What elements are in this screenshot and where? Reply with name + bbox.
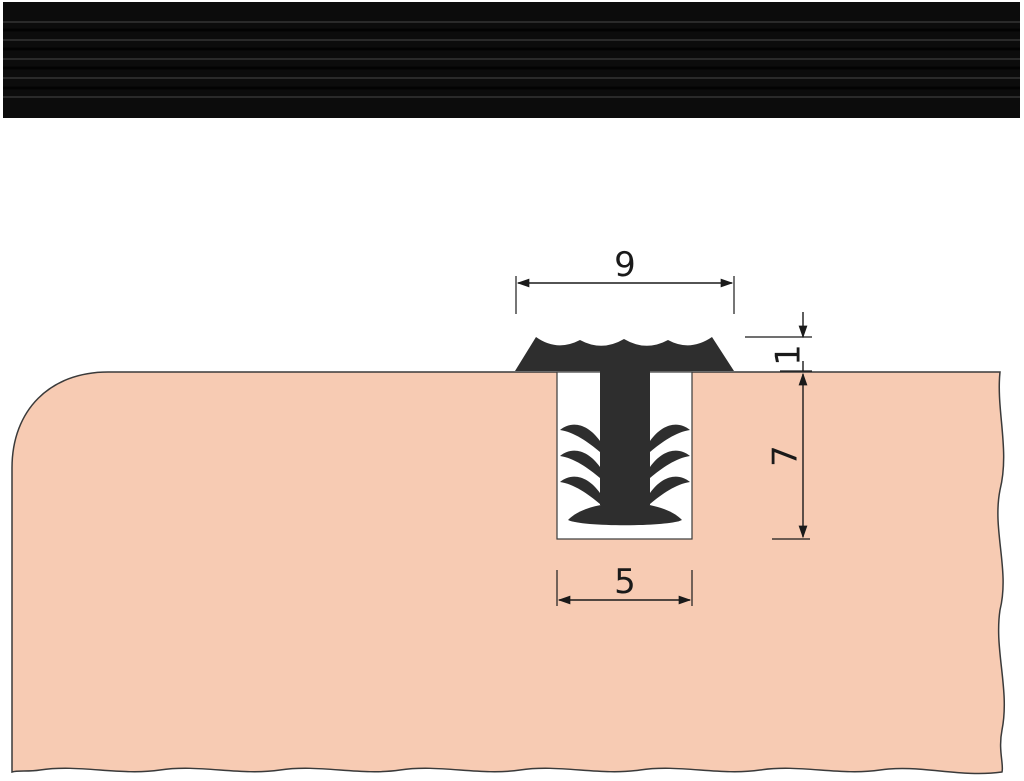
strip-photo (3, 2, 1020, 118)
profile-foot (568, 502, 682, 526)
t-profile (515, 337, 734, 526)
profile-barb-right-2 (650, 450, 690, 478)
dimension-lip-height: 1 (745, 312, 812, 372)
dimension-depth: 7 (766, 372, 810, 540)
profile-barb-left-1 (560, 424, 600, 452)
dimension-label-lip-height: 1 (769, 344, 809, 366)
dimension-groove-width: 5 (556, 562, 693, 606)
board-section (11, 371, 1005, 775)
dimension-label-groove-width: 5 (614, 562, 636, 602)
profile-barb-left-2 (560, 450, 600, 478)
profile-stem (600, 371, 650, 505)
profile-barb-right-3 (650, 476, 690, 504)
dimension-top-width: 9 (515, 245, 735, 314)
profile-barb-left-3 (560, 476, 600, 504)
strip-grooves (3, 21, 1020, 98)
profile-cap (515, 337, 734, 371)
dimension-label-top-width: 9 (614, 245, 636, 285)
dimension-label-depth: 7 (766, 445, 806, 467)
profile-barb-right-1 (650, 424, 690, 452)
